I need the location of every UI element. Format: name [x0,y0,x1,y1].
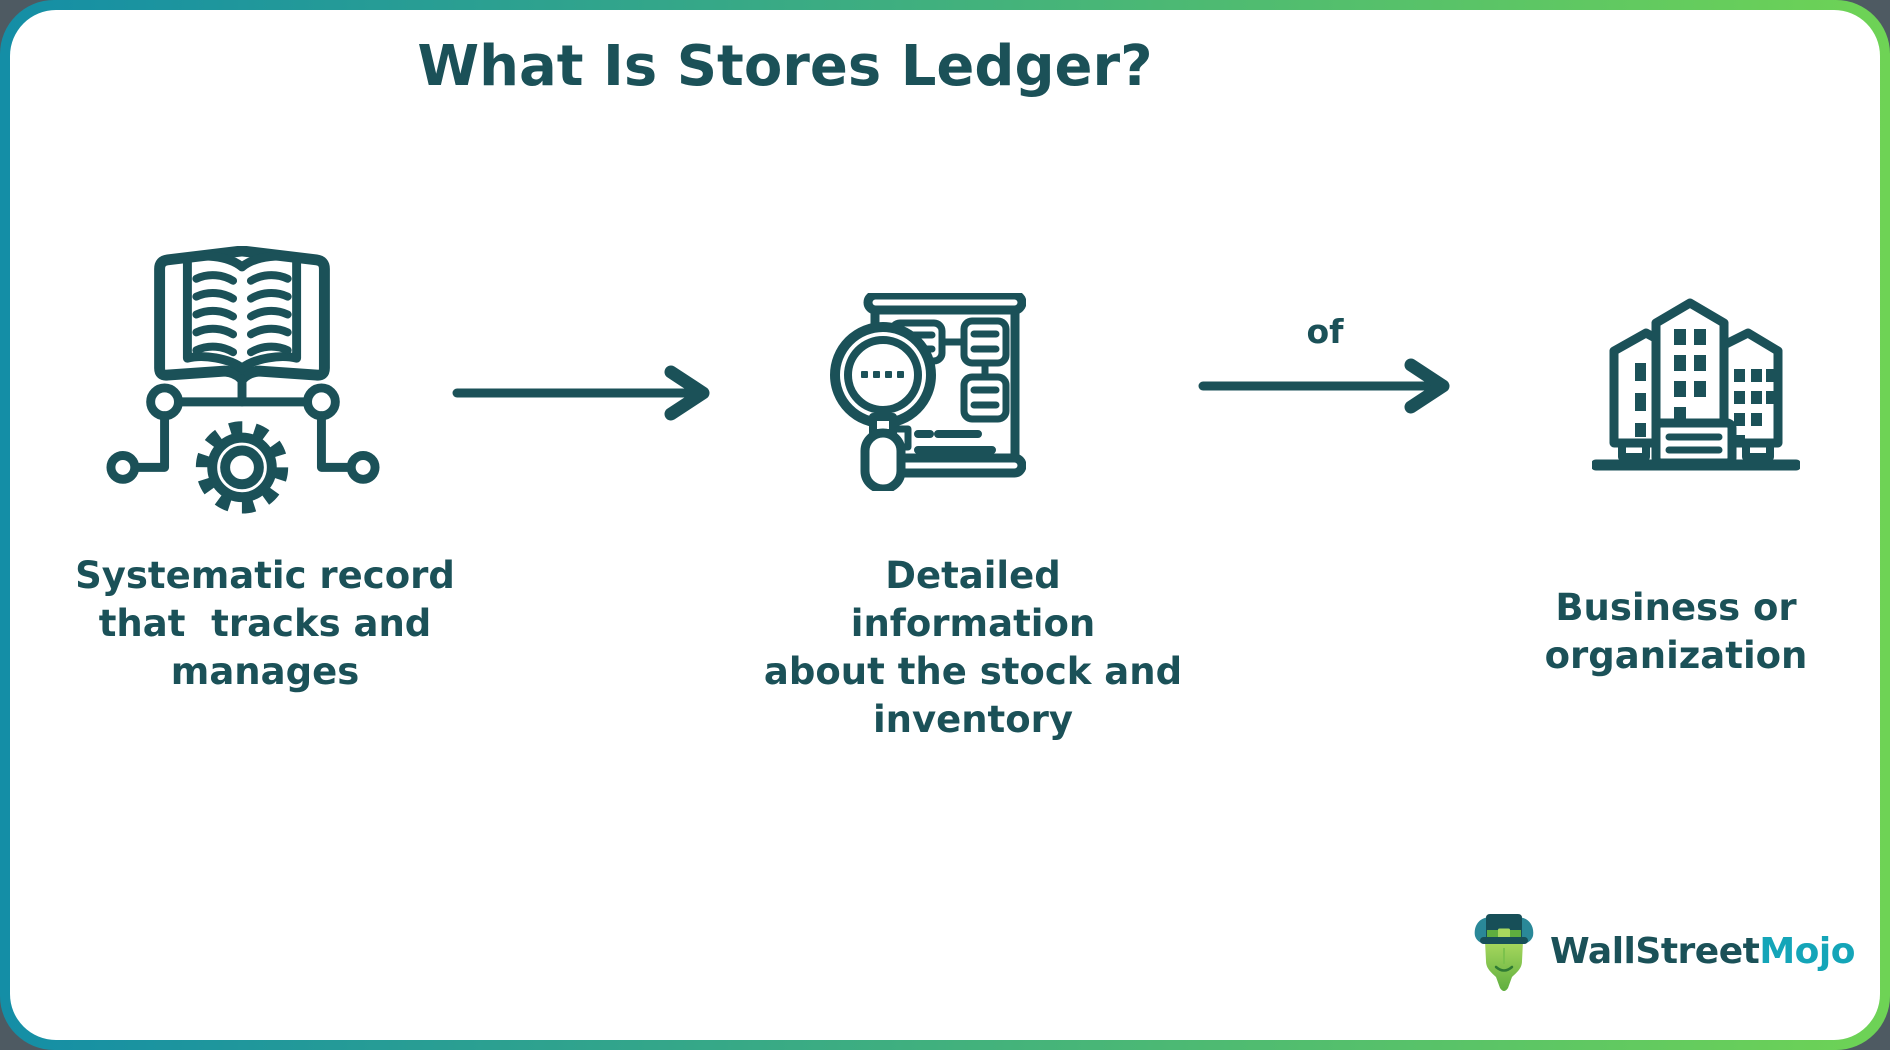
connector-label: of [1306,312,1344,351]
page-title: What Is Stores Ledger? [417,34,1153,99]
step-label: Systematic record that tracks and manage… [75,554,455,693]
brand-name-secondary: Mojo [1759,930,1855,972]
step-label: Detailed information about the stock and… [763,554,1183,741]
step-label: Business or organization [1544,586,1808,677]
arrow-right-icon [1198,358,1450,414]
brand-logo: WallStreetMojo [1472,908,1855,994]
brand-name: WallStreetMojo [1550,931,1855,972]
book-gear-network-icon [106,246,380,514]
card-background [10,10,1880,1040]
buildings-icon [1592,298,1800,471]
magnifier-dots [861,371,904,378]
bull-mascot-icon [1474,914,1534,991]
magnifier-board-icon [830,293,1026,491]
brand-name-primary: WallStreet [1550,930,1760,972]
arrow-right-icon [452,365,710,421]
